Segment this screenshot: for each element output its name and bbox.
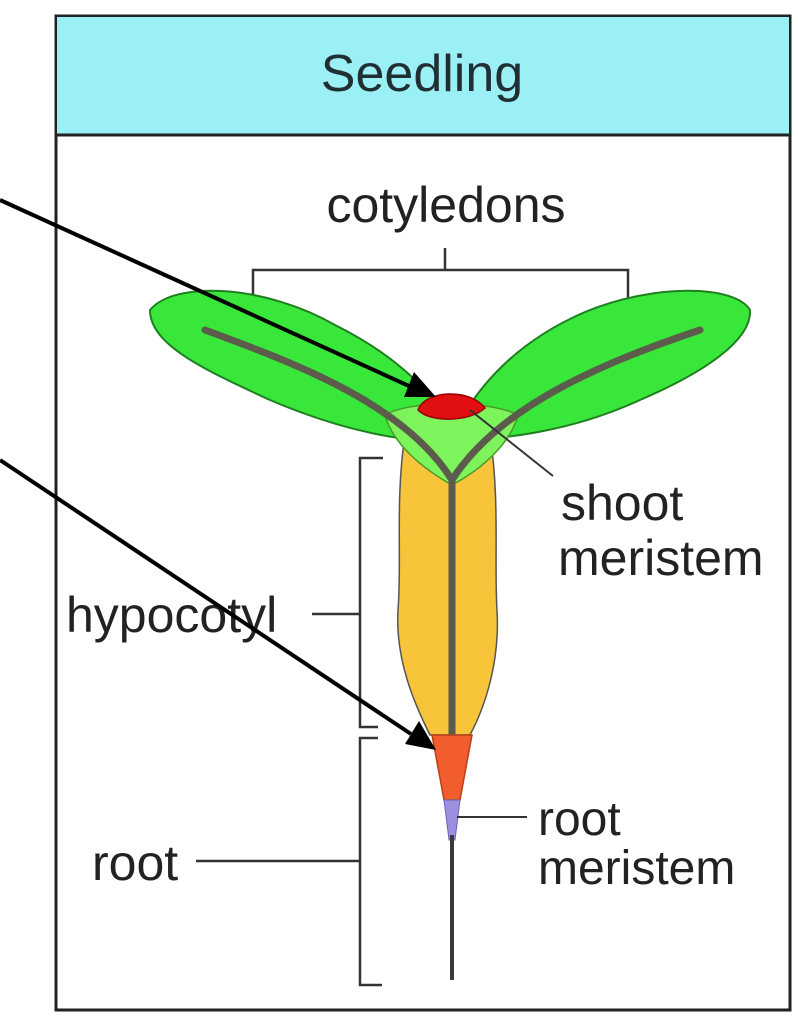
diagram-title: Seedling — [321, 45, 523, 103]
root-label: root — [92, 835, 178, 891]
shoot-meristem-label-line2: meristem — [558, 530, 764, 586]
hypocotyl-label: hypocotyl — [66, 587, 277, 643]
shoot-meristem-label-line1: shoot — [561, 475, 683, 531]
root-meristem-label-line1: root — [538, 793, 621, 846]
cotyledons-label: cotyledons — [326, 177, 565, 233]
root-meristem-label-line2: meristem — [538, 842, 735, 895]
